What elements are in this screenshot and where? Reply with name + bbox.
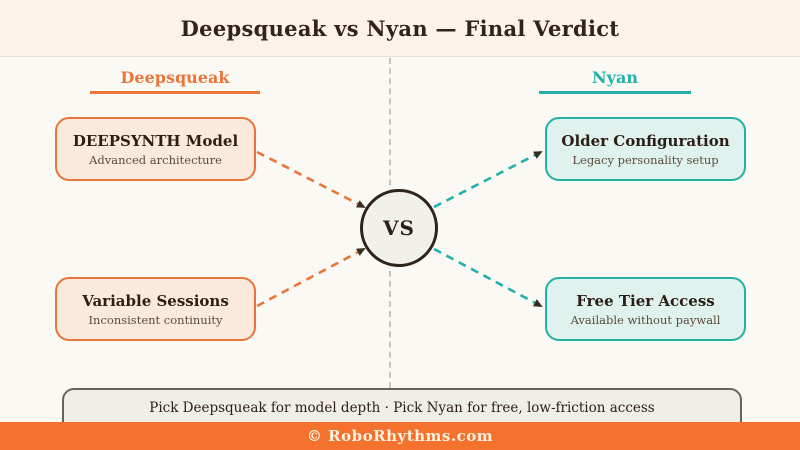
arrow-deepsynth-to-vs	[256, 150, 366, 209]
column-label-deepsqueak: Deepsqueak	[90, 68, 260, 94]
footer-band: © RoboRhythms.com	[0, 422, 800, 450]
arrow-vs-to-configuration	[433, 150, 543, 209]
card-title: Older Configuration	[561, 131, 730, 150]
card-subtitle: Advanced architecture	[89, 152, 222, 167]
vs-badge: VS	[360, 189, 438, 267]
column-label-nyan: Nyan	[539, 68, 691, 94]
card-deepsynth-model: DEEPSYNTH Model Advanced architecture	[55, 117, 256, 181]
footer-credit: © RoboRhythms.com	[306, 427, 494, 445]
card-subtitle: Available without paywall	[570, 312, 721, 327]
arrow-vs-to-freetier	[433, 247, 543, 308]
card-subtitle: Legacy personality setup	[572, 152, 719, 167]
card-title: Free Tier Access	[576, 291, 715, 310]
verdict-bar: Pick Deepsqueak for model depth · Pick N…	[62, 388, 742, 428]
card-free-tier-access: Free Tier Access Available without paywa…	[545, 277, 746, 341]
arrow-sessions-to-vs	[256, 247, 366, 308]
card-subtitle: Inconsistent continuity	[88, 312, 223, 327]
card-variable-sessions: Variable Sessions Inconsistent continuit…	[55, 277, 256, 341]
card-older-configuration: Older Configuration Legacy personality s…	[545, 117, 746, 181]
header-band: Deepsqueak vs Nyan — Final Verdict	[0, 0, 800, 57]
card-title: DEEPSYNTH Model	[72, 131, 239, 150]
card-title: Variable Sessions	[82, 291, 229, 310]
page-title: Deepsqueak vs Nyan — Final Verdict	[180, 15, 620, 41]
vs-label: VS	[383, 216, 415, 240]
verdict-text: Pick Deepsqueak for model depth · Pick N…	[149, 400, 655, 416]
